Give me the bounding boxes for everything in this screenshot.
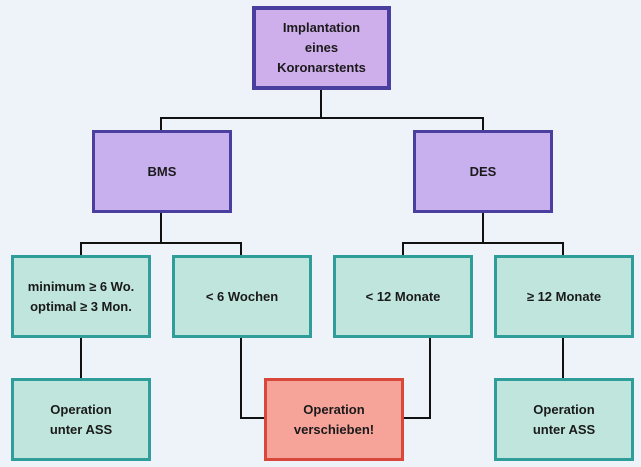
- connector-bms-children: [80, 242, 242, 255]
- node-des: DES: [413, 130, 553, 213]
- connector-root-bms: [160, 117, 484, 130]
- node-bms-minimum-optimal: minimum ≥ 6 Wo. optimal ≥ 3 Mon.: [11, 255, 151, 338]
- node-operation-verschieben: Operation verschieben!: [264, 378, 404, 461]
- connector-des-children: [402, 242, 564, 255]
- node-des-12-months-or-more: ≥ 12 Monate: [494, 255, 634, 338]
- node-operation-unter-ass-right: Operation unter ASS: [494, 378, 634, 461]
- connector-lt12-to-postpone: [404, 338, 431, 419]
- connector-lt6-to-postpone: [240, 338, 265, 419]
- node-implantation-koronarstent: Implantation eines Koronarstents: [252, 6, 391, 90]
- node-bms-less-6-weeks: < 6 Wochen: [172, 255, 312, 338]
- node-operation-unter-ass-left: Operation unter ASS: [11, 378, 151, 461]
- node-des-less-12-months: < 12 Monate: [333, 255, 473, 338]
- node-bms: BMS: [92, 130, 232, 213]
